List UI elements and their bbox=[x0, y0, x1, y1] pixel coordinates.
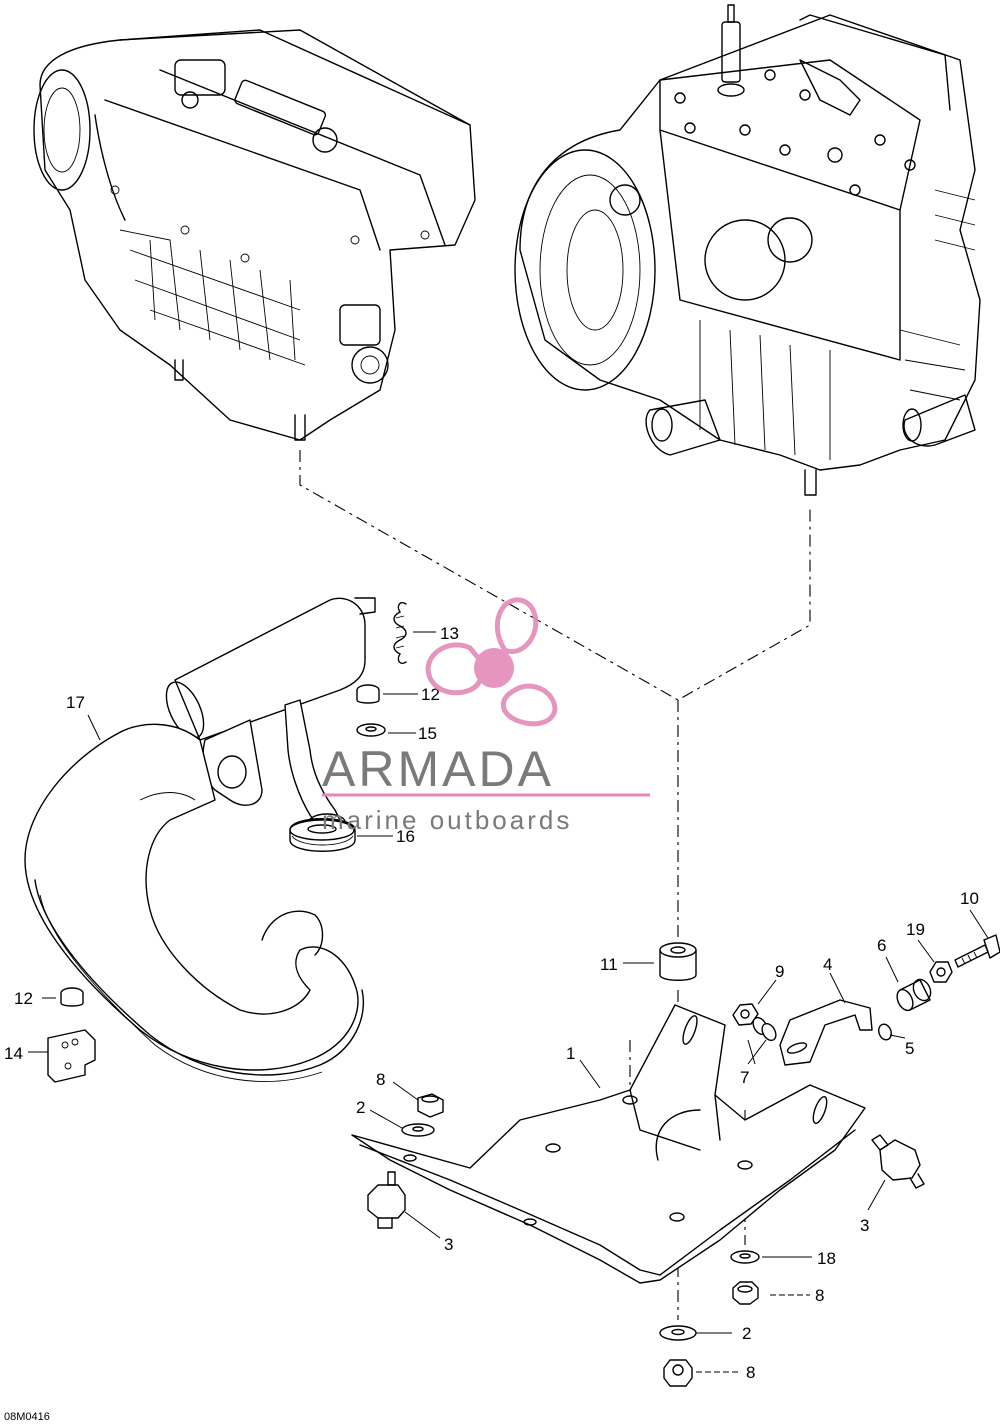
rubber-mount-3-left bbox=[367, 1171, 406, 1229]
washers-7 bbox=[752, 1016, 777, 1042]
engine-right-view bbox=[514, 4, 981, 496]
callout-2-lower: 2 bbox=[742, 1324, 751, 1343]
nut-8-middle bbox=[732, 1281, 759, 1305]
callout-13: 13 bbox=[440, 624, 459, 643]
callout-10: 10 bbox=[960, 889, 979, 908]
callout-16: 16 bbox=[396, 827, 415, 846]
callout-3-right: 3 bbox=[860, 1216, 869, 1235]
diagram-code: 08M0416 bbox=[4, 1411, 50, 1423]
washer-15 bbox=[356, 723, 386, 737]
callout-8-middle: 8 bbox=[815, 1286, 824, 1305]
washer-2-upper bbox=[401, 1123, 435, 1137]
callout-6: 6 bbox=[877, 936, 886, 955]
callout-5: 5 bbox=[905, 1039, 914, 1058]
washer-5 bbox=[878, 1023, 892, 1041]
spacer-11 bbox=[659, 942, 697, 981]
engine-left-view bbox=[33, 29, 476, 441]
callout-9: 9 bbox=[775, 962, 784, 981]
callout-labels: 17 13 12 15 16 12 14 11 9 4 6 19 10 5 7 … bbox=[4, 624, 979, 1423]
nut-8-upper bbox=[417, 1093, 444, 1118]
propeller-icon bbox=[425, 597, 558, 727]
nut-8-lower bbox=[663, 1359, 693, 1387]
callout-19: 19 bbox=[906, 920, 925, 939]
watermark-brand: ARMADA bbox=[322, 741, 554, 797]
bushing-6 bbox=[896, 978, 932, 1012]
nut-19 bbox=[929, 961, 953, 983]
bracket-14 bbox=[47, 1029, 96, 1083]
washer-18 bbox=[730, 1250, 760, 1264]
callout-7: 7 bbox=[740, 1068, 749, 1087]
callout-11: 11 bbox=[600, 955, 618, 974]
callout-8-upper: 8 bbox=[376, 1070, 385, 1089]
washer-2-lower bbox=[659, 1325, 697, 1341]
bolt-12-upper bbox=[356, 684, 380, 704]
callout-1: 1 bbox=[566, 1044, 575, 1063]
grommet-16 bbox=[289, 818, 356, 852]
bolt-10 bbox=[954, 934, 1000, 968]
callout-3-left: 3 bbox=[444, 1235, 453, 1254]
leader-lines bbox=[28, 631, 989, 1373]
callout-17: 17 bbox=[66, 693, 85, 712]
callout-2-upper: 2 bbox=[356, 1098, 365, 1117]
watermark-tagline: marine outboards bbox=[322, 805, 572, 835]
callout-4: 4 bbox=[823, 955, 832, 974]
nut-9 bbox=[732, 1003, 759, 1026]
callout-14: 14 bbox=[4, 1044, 23, 1063]
bolt-12-left bbox=[60, 987, 84, 1007]
callout-12-upper: 12 bbox=[421, 685, 440, 704]
callout-12-left: 12 bbox=[14, 989, 33, 1008]
spring-13 bbox=[393, 602, 407, 664]
engine-mount-plate bbox=[351, 1004, 866, 1284]
armada-watermark: ARMADA marine outboards bbox=[322, 597, 650, 835]
rubber-mount-3-right bbox=[871, 1134, 925, 1189]
callout-8-lower: 8 bbox=[746, 1363, 755, 1382]
callout-18: 18 bbox=[817, 1249, 836, 1268]
bracket-4 bbox=[779, 999, 873, 1066]
callout-15: 15 bbox=[418, 724, 437, 743]
exhaust-muffler-assembly bbox=[24, 597, 376, 1082]
